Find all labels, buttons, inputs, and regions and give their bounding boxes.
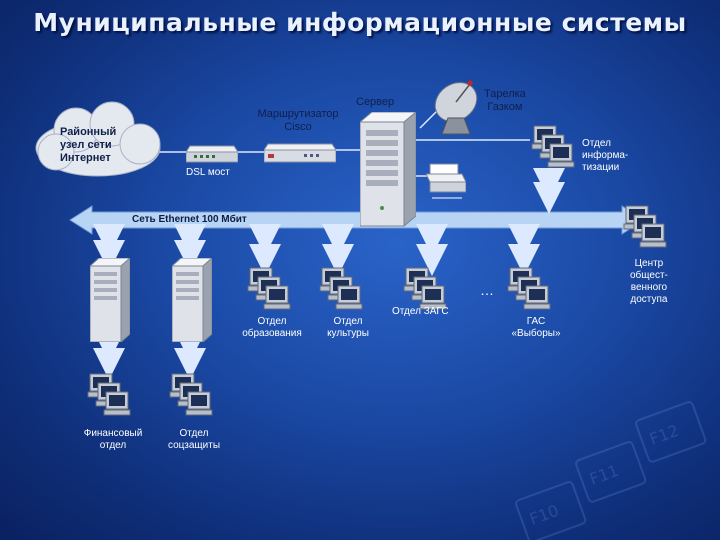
ethernet-label: Сеть Ethernet 100 Мбит	[132, 214, 247, 225]
background-keys: F10 F11 F12	[515, 401, 707, 540]
gas-workstations-icon	[506, 266, 556, 316]
printer-icon	[426, 163, 466, 199]
gas-label: ГАС «Выборы»	[511, 316, 561, 339]
page-title: Муниципальные информационные системы	[33, 8, 687, 37]
internet-cloud-icon	[35, 101, 161, 177]
dish-label: Тарелка Газком	[484, 88, 526, 113]
satellite-dish-icon	[434, 80, 478, 135]
public-center-label: Центр общест- венного доступа	[630, 258, 668, 305]
dsl-label: DSL мост	[186, 167, 230, 178]
education-label: Отдел образования	[242, 316, 302, 339]
zags-label: Отдел ЗАГС	[392, 306, 449, 317]
dsl-modem-icon	[186, 145, 238, 163]
main-server-icon	[360, 112, 416, 228]
router-icon	[264, 143, 336, 163]
social-workstations-icon	[168, 372, 218, 422]
bgkey-f12: F12	[647, 421, 681, 449]
social-server-icon	[172, 258, 212, 342]
more-ellipsis: …	[480, 282, 494, 298]
bgkey-f11: F11	[587, 461, 621, 489]
education-workstations-icon	[246, 266, 296, 316]
culture-workstations-icon	[318, 266, 368, 316]
vertical-arrows	[93, 168, 565, 380]
it-dept-workstations-icon	[530, 124, 580, 174]
culture-label: Отдел культуры	[327, 316, 369, 339]
finance-workstations-icon	[86, 372, 136, 422]
bgkey-f10: F10	[527, 501, 561, 529]
district-node-label: Районный узел сети Интернет	[60, 126, 117, 164]
social-label: Отдел соцзащиты	[167, 428, 221, 451]
public-center-workstations-icon	[622, 204, 672, 254]
router-label: Маршрутизатор Cisco	[257, 108, 339, 133]
finance-server-icon	[90, 258, 130, 342]
it-dept-label: Отдел информа- тизации	[582, 138, 629, 173]
finance-label: Финансовый отдел	[83, 428, 143, 451]
server-label: Сервер	[356, 96, 395, 108]
